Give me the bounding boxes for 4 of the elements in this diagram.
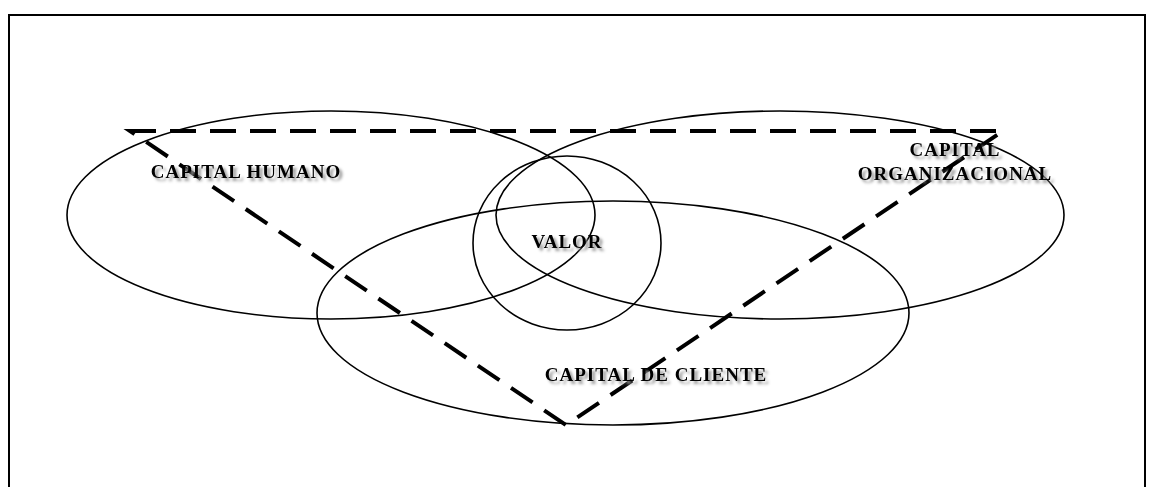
venn-label: CAPITAL DE CLIENTE xyxy=(543,363,769,387)
venn-ellipse xyxy=(495,110,1065,320)
venn-circle xyxy=(472,155,662,331)
venn-ellipse xyxy=(316,200,910,426)
